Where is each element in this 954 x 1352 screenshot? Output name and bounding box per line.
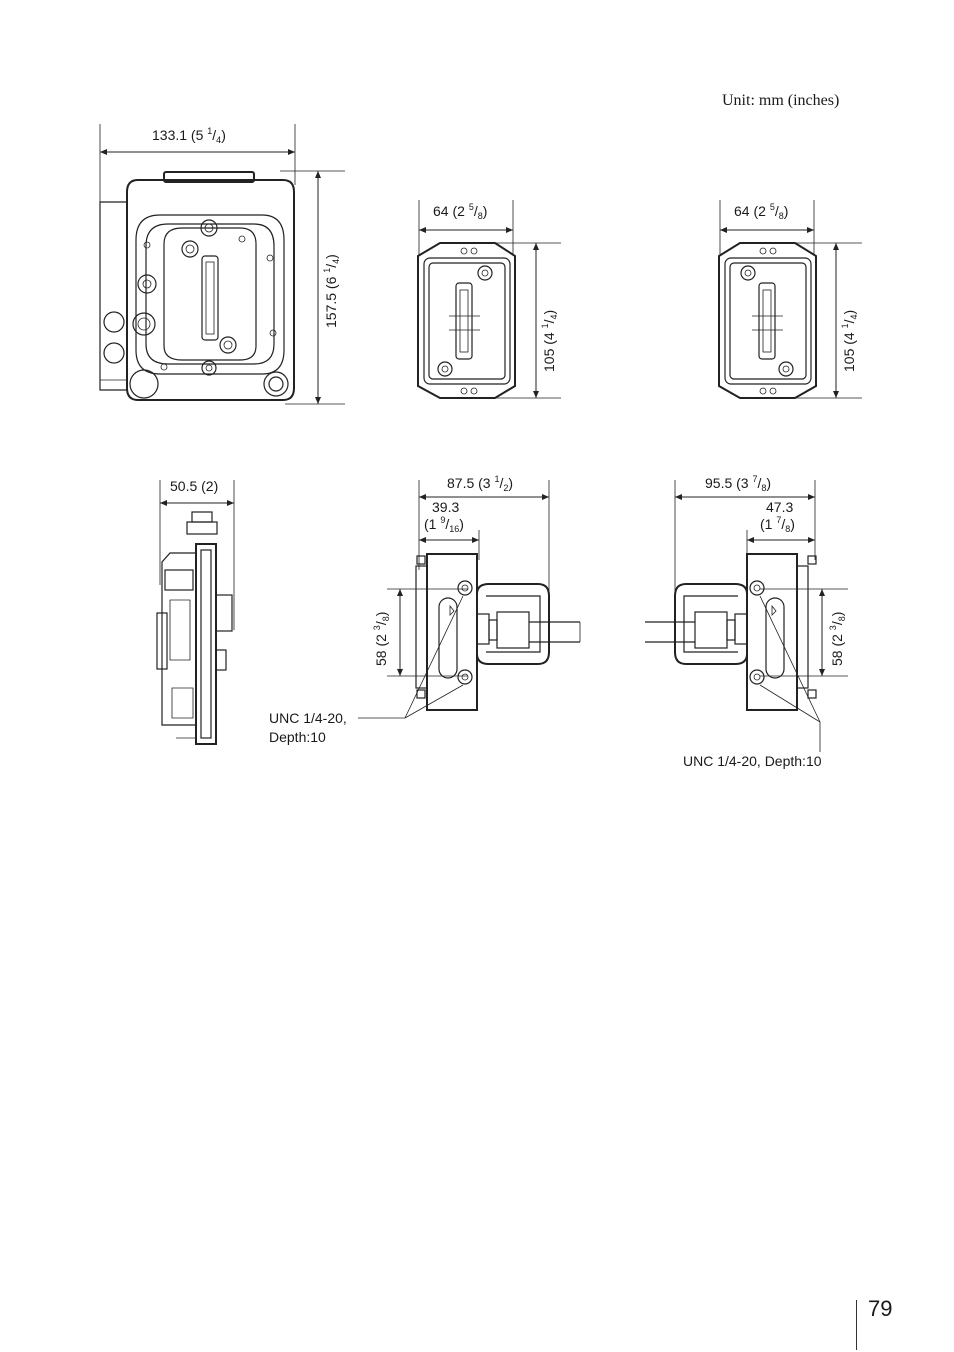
mid-front-view: 64 (2 5/8) 105 (4 1/4)	[417, 200, 561, 399]
right-front-view: 64 (2 5/8) 105 (4 1/4)	[718, 200, 862, 399]
right-height-label: 105 (4 1/4)	[840, 310, 859, 372]
left-callout-line2: Depth:10	[269, 729, 326, 745]
right-side-depth-label: 95.5 (3 7/8)	[705, 474, 771, 493]
right-side-view: 95.5 (3 7/8) 47.3 (1 7/8) 58 (2 3/8) UNC…	[645, 474, 848, 769]
front-view: 133.1 (5 1/4) 157.5 (6 1/4)	[99, 124, 345, 405]
unit-label: Unit: mm (inches)	[722, 92, 840, 109]
page-number-rule	[856, 1300, 857, 1350]
side-depth-label: 50.5 (2)	[170, 478, 218, 494]
right-side-inner-label-1: 47.3	[766, 499, 793, 515]
front-width-label: 133.1 (5 1/4)	[152, 126, 226, 145]
mid-width-label: 64 (2 5/8)	[433, 202, 487, 221]
front-height-label: 157.5 (6 1/4)	[322, 254, 341, 328]
left-callout-line1: UNC 1/4-20,	[269, 710, 347, 726]
mid-side-view: 87.5 (3 1/2) 39.3 (1 9/16) 58 (2 3/8) UN…	[269, 474, 581, 745]
side-view: 50.5 (2)	[156, 478, 235, 745]
right-side-inner-label-2: (1 7/8)	[760, 515, 795, 534]
mid-height-label: 105 (4 1/4)	[540, 310, 559, 372]
right-callout: UNC 1/4-20, Depth:10	[683, 753, 822, 769]
right-side-height-label: 58 (2 3/8)	[828, 612, 847, 666]
mid-side-height-label: 58 (2 3/8)	[372, 612, 391, 666]
mid-side-inner-label-2: (1 9/16)	[424, 515, 464, 534]
mid-side-depth-label: 87.5 (3 1/2)	[447, 474, 513, 493]
mid-side-inner-label-1: 39.3	[432, 499, 459, 515]
page-number: 79	[868, 1296, 893, 1321]
right-width-label: 64 (2 5/8)	[734, 202, 788, 221]
